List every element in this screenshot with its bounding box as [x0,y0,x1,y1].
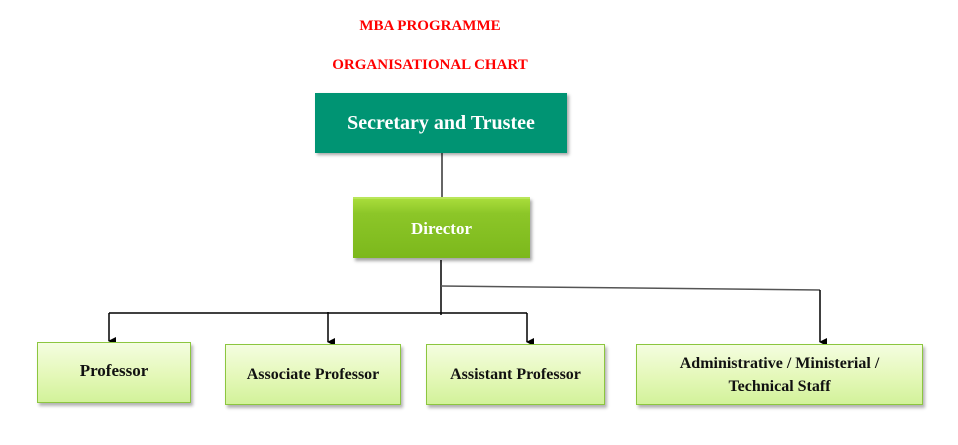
node-professor: Professor [37,342,191,403]
node-assistant-professor: Assistant Professor [426,344,605,405]
node-label: Professor [79,361,149,380]
node-label: Director [410,218,473,238]
connector-to-admin-staff-horizontal [440,285,821,291]
node-director: Director [353,197,530,258]
node-label: Associate Professor [246,366,380,383]
chart-title: MBA PROGRAMME [359,18,501,34]
node-label: Secretary and Trustee [347,111,535,134]
node-label: Assistant Professor [450,366,581,383]
node-administrative-staff: Administrative / Ministerial / Technical… [636,344,923,405]
node-secretary-and-trustee: Secretary and Trustee [315,93,567,153]
node-associate-professor: Associate Professor [225,344,401,405]
node-label: Administrative / Ministerial / Technical… [679,354,880,395]
chart-subtitle: ORGANISATIONAL CHART [332,57,528,73]
